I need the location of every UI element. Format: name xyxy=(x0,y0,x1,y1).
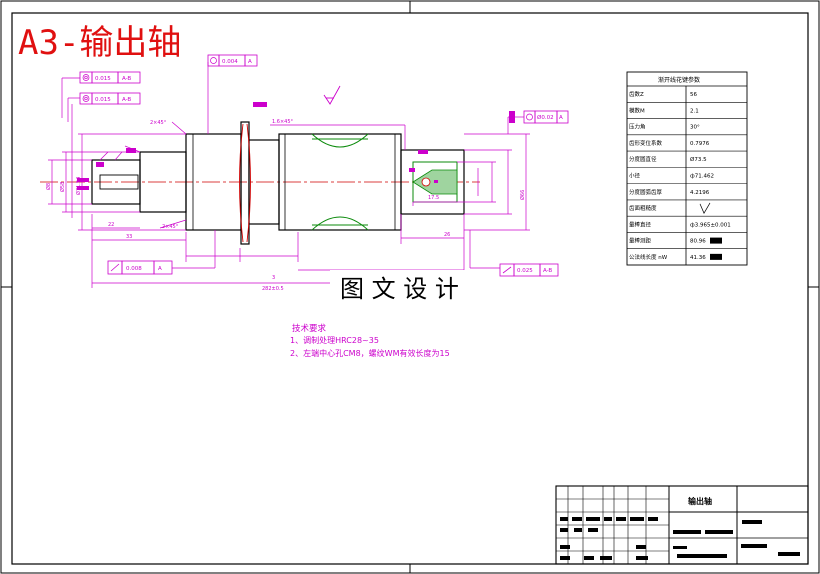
len-keyway-label: 3 xyxy=(272,275,275,281)
overall-length-label: 282±0.5 xyxy=(262,286,284,292)
tol-concentricity-datum: A xyxy=(248,59,252,65)
param-row-label: 齿面粗糙度 xyxy=(629,204,657,212)
sheet-title: A3-输出轴 xyxy=(18,23,181,63)
shaft-outline xyxy=(91,121,465,245)
param-table-heading: 渐开线花键参数 xyxy=(658,76,700,84)
param-row-label: 量棒测距 xyxy=(629,237,652,245)
param-row-label: 压力角 xyxy=(629,123,646,131)
param-row-value: Ø73.5 xyxy=(690,156,707,163)
roughness-symbol xyxy=(699,202,711,214)
tol-runout-bottom-value: 0.025 xyxy=(517,268,533,274)
len-right-2-label: 26 xyxy=(444,232,450,238)
len-right-1-label: 17.5 xyxy=(428,195,439,201)
vertical-dimension-labels: Ø8 Ø58 Ø71.54 Ø66 xyxy=(45,177,526,200)
tech-req-heading: 技术要求 xyxy=(292,323,327,334)
len-step-1-label: 22 xyxy=(108,222,114,228)
dim-d4-label: Ø66 xyxy=(519,190,526,200)
param-table: 渐开线花键参数 齿数Z 56 模数M 2.1 压力角 30° 齿形变位系数 0.7976 分度圆… xyxy=(626,71,748,266)
param-row-label: 公法线长度 nW xyxy=(629,253,668,261)
watermark-bg xyxy=(330,270,488,306)
tol-runout-top-2-value: 0.015 xyxy=(95,97,111,103)
dim-d1-label: Ø8 xyxy=(45,183,52,190)
param-row-value: ф3.965±0.001 xyxy=(690,222,731,228)
tol-runout-top-2-datum: A-B xyxy=(122,97,131,103)
flange-detail xyxy=(239,123,251,243)
chamfer-right-label: 1.6×45° xyxy=(272,119,294,125)
dim-d2-label: Ø58 xyxy=(59,182,66,192)
chamfer-left-label: 2×45° xyxy=(150,120,167,126)
tol-flatness-bottom: 0.008 A xyxy=(107,260,173,275)
param-row-value: 2.1 xyxy=(690,108,699,114)
tol-runout-top-1-value: 0.015 xyxy=(95,76,111,82)
param-row-value: 80.96 xyxy=(690,239,706,245)
tol-flatness-value: 0.008 xyxy=(126,266,142,272)
watermark-text: 图 文 设 计 xyxy=(340,275,459,303)
param-value-mark xyxy=(710,253,722,260)
param-row-label: 齿形变位系数 xyxy=(629,139,663,147)
tol-runout-top-1: 0.015 A-B xyxy=(79,71,141,84)
param-row-value: 0.7976 xyxy=(690,141,710,147)
param-row-label: 分度圆直径 xyxy=(629,155,657,163)
tol-runout-top-2: 0.015 A-B xyxy=(79,92,141,105)
tol-runout-bottom-datum: A-B xyxy=(543,268,552,274)
title-block-marks xyxy=(560,517,800,560)
tolerance-frames: 0.015 A-B 0.015 A-B 0.004 A xyxy=(79,54,569,277)
param-row-label: 模数M xyxy=(629,106,645,114)
tol-flatness-datum: A xyxy=(158,266,162,272)
param-row-label: 齿数Z xyxy=(629,90,644,98)
chamfer-left-low-label: 2×45° xyxy=(162,224,179,230)
param-row-value: 56 xyxy=(690,92,697,98)
datum-marks xyxy=(77,102,515,190)
part-name: 输出轴 xyxy=(688,496,712,506)
param-row-label: 小径 xyxy=(629,172,641,180)
param-row-value: 41.36 xyxy=(690,255,706,261)
param-row-value: ф71.462 xyxy=(690,174,714,180)
title-block: 输出轴 xyxy=(555,485,809,565)
len-step-2-label: 33 xyxy=(126,234,132,240)
param-row-label: 量棒直径 xyxy=(629,220,652,228)
tech-req-item-1: 1、调制处理HRC28~35 xyxy=(290,335,379,345)
tech-requirements: 技术要求 1、调制处理HRC28~35 2、左端中心孔CM8，螺纹WM有效长度为… xyxy=(290,323,450,358)
tol-runout-top-1-datum: A-B xyxy=(122,76,131,82)
spline-profile xyxy=(311,133,369,231)
dim-d3-label: Ø71.54 xyxy=(75,177,82,195)
tol-coaxial-right: Ø0.02 A xyxy=(523,110,569,124)
horizontal-dimension-labels: 22 33 3 282±0.5 17.5 26 2×45° 2×45° 1.6×… xyxy=(108,119,450,292)
param-row-value: 30° xyxy=(690,125,700,131)
tol-coaxial-value: Ø0.02 xyxy=(537,114,554,121)
tol-runout-bottom: 0.025 A-B xyxy=(499,263,559,277)
tol-concentricity-top: 0.004 A xyxy=(207,54,258,67)
param-row-value: 4.2196 xyxy=(690,190,710,196)
param-row-label: 分度圆弧齿厚 xyxy=(629,188,663,196)
tol-concentricity-value: 0.004 xyxy=(222,59,238,65)
surface-finish-symbol xyxy=(323,85,341,105)
tol-coaxial-datum: A xyxy=(559,115,563,121)
tech-req-item-2: 2、左端中心孔CM8，螺纹WM有效长度为15 xyxy=(290,348,450,358)
param-value-mark xyxy=(710,237,722,244)
